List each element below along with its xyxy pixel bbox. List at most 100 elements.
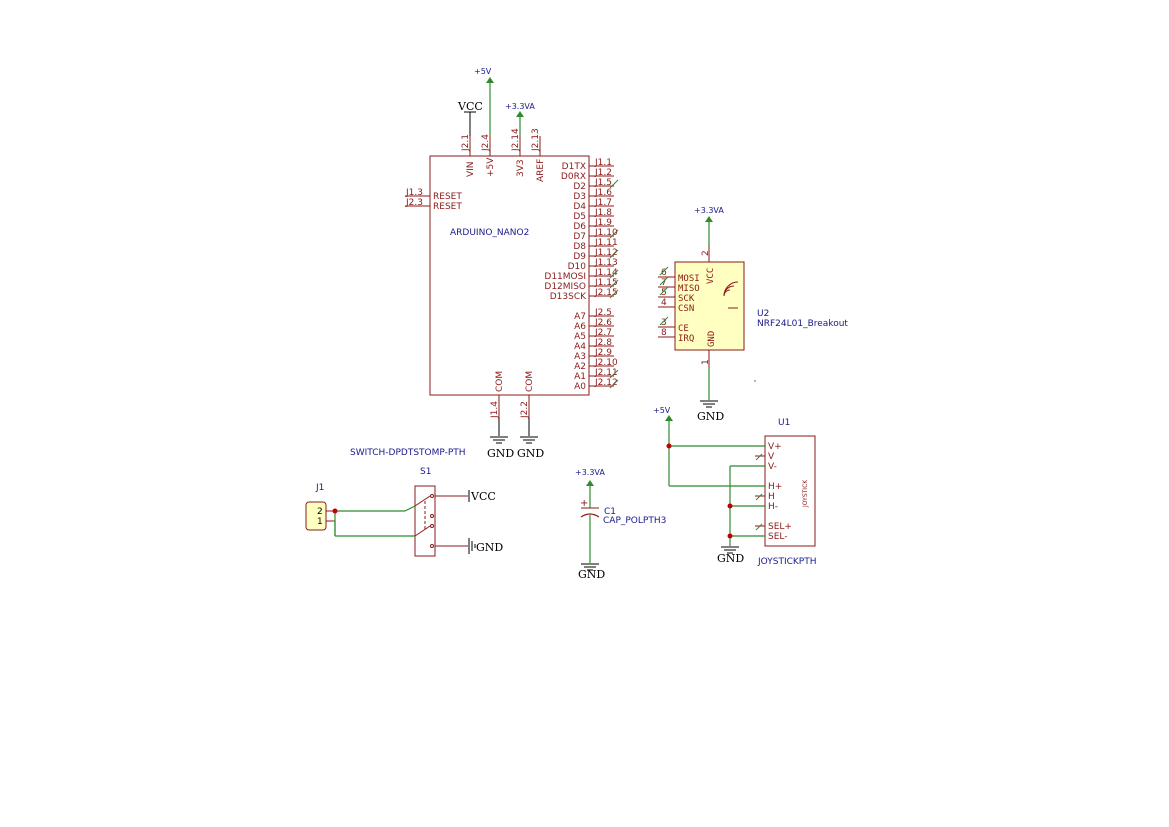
arduino-pin-name: D4	[573, 202, 586, 212]
switch-wiring	[332, 505, 416, 537]
nrf24l01-symbol[interactable]: MOSI MISO SCK CSN CE IRQ 6 7 5 4 3 8 VCC…	[658, 245, 848, 368]
arduino-pin-name: A0	[574, 382, 586, 392]
joystick-wiring	[666, 420, 765, 546]
gnd-symbol: GND	[468, 538, 503, 554]
arduino-pin-name: VIN	[466, 161, 476, 177]
gnd-symbol: GND	[717, 546, 744, 565]
nrf-ref-label: U2	[757, 309, 769, 319]
arduino-pin-number: J2.12	[594, 378, 618, 388]
nrf-body	[674, 261, 745, 351]
arduino-pin-number: J2.5	[594, 308, 612, 318]
joystick-body-label: JOYSTICK	[802, 479, 809, 508]
arduino-pin-number: J2.14	[511, 128, 521, 152]
arduino-pin-name: D0RX	[561, 172, 586, 182]
arduino-pin-name: A4	[574, 342, 586, 352]
arduino-pin-number: J2.3	[405, 198, 423, 208]
switch-value-label: SWITCH-DPDTSTOMP-PTH	[350, 448, 466, 458]
nrf-pin-name: MISO	[678, 284, 700, 294]
nrf-pin-number: 8	[661, 328, 667, 338]
nrf-pin-number: 4	[661, 298, 667, 308]
arduino-pin-name: D9	[573, 252, 586, 262]
joystick-pins: V+VV-H+HH-SEL+SEL-	[755, 442, 792, 542]
joystick-body	[764, 435, 816, 547]
nrf-pin-name: SCK	[678, 294, 695, 304]
arduino-pin-number: J1.9	[594, 218, 612, 228]
arduino-pin-name: D12MISO	[544, 282, 586, 292]
joystick-pin-name: V	[768, 452, 775, 462]
nrf-pin-number: 3	[661, 318, 667, 328]
arduino-pin-name: 3V3	[516, 159, 526, 177]
arduino-pin-name: D8	[573, 242, 586, 252]
arduino-pin-number: J2.7	[594, 328, 612, 338]
vcc-power-symbol: VCC	[457, 100, 483, 136]
arduino-pin-number: J1.11	[594, 238, 618, 248]
p33va-power-symbol: +3.3VA	[575, 468, 605, 486]
arduino-pin-number: J1.15	[594, 278, 618, 288]
connector-j1-symbol[interactable]: 2 1 J1	[305, 483, 335, 531]
arduino-pin-number: J1.8	[594, 208, 612, 218]
arduino-pin-number: J2.4	[481, 134, 491, 152]
nrf-pin-name: VCC	[706, 268, 716, 284]
gnd-symbol: GND	[487, 418, 514, 460]
arduino-pin-number: J1.4	[490, 401, 500, 419]
arduino-pin-name: D3	[573, 192, 586, 202]
capacitor-ref-label: C1	[604, 507, 616, 517]
arduino-pin-name: RESET	[433, 202, 462, 212]
arduino-pin-number: J2.11	[594, 368, 618, 378]
j1-body	[305, 501, 327, 531]
nrf-pin-name: CE	[678, 324, 689, 334]
arduino-pin-number: J1.7	[594, 198, 612, 208]
arduino-pin-number: J1.1	[594, 158, 612, 168]
nrf-pin-number: 2	[701, 250, 711, 256]
arduino-pin-number: J2.10	[594, 358, 618, 368]
vcc-label: VCC	[457, 100, 483, 113]
switch-s1-symbol[interactable]: S1 SWITCH-DPDTSTOMP-PTH	[350, 448, 468, 557]
joystick-pin-name: H+	[768, 482, 782, 492]
arduino-pin-name: D6	[573, 222, 586, 232]
arduino-pin-name: A7	[574, 312, 586, 322]
vcc-label: VCC	[470, 490, 496, 503]
vcc-power-symbol: VCC	[468, 490, 496, 503]
p5v-label: +5V	[653, 406, 671, 415]
arduino-pin-name: A6	[574, 322, 586, 332]
arduino-pin-name: D10	[568, 262, 587, 272]
arduino-nano-symbol[interactable]: VIN +5V 3V3 AREF J2.1 J2.4 J2.14 J2.13 R…	[405, 128, 619, 419]
gnd-symbol: GND	[697, 368, 724, 423]
nrf-pin-name: IRQ	[678, 334, 694, 344]
p33va-label: +3.3VA	[694, 206, 724, 215]
nrf-pin-number: 7	[661, 278, 667, 288]
arduino-pin-name: D7	[573, 232, 586, 242]
arduino-pin-name: A1	[574, 372, 586, 382]
j1-ref-label: J1	[315, 483, 324, 493]
capacitor-c1-symbol[interactable]: + C1 CAP_POLPTH3	[580, 483, 666, 563]
j1-pin-number: 1	[317, 517, 323, 527]
arduino-pin-name: COM	[525, 371, 535, 392]
arduino-pin-number: J1.14	[594, 268, 618, 278]
arduino-pin-name: D13SCK	[550, 292, 587, 302]
switch-body	[414, 485, 436, 557]
arduino-pin-number: J1.3	[405, 188, 423, 198]
gnd-label: GND	[517, 447, 544, 460]
joystick-symbol[interactable]: JOYSTICK V+VV-H+HH-SEL+SEL- U1 JOYSTICKP…	[755, 418, 817, 567]
arduino-pin-number: J1.10	[594, 228, 618, 238]
arduino-pin-number: J2.6	[594, 318, 612, 328]
gnd-symbol: GND	[517, 418, 544, 460]
arduino-pin-number: J1.2	[594, 168, 612, 178]
joystick-pin-name: H-	[768, 502, 778, 512]
arduino-pin-name: A3	[574, 352, 586, 362]
nrf-pin-name: MOSI	[678, 274, 700, 284]
p5v-power-symbol: +5V	[653, 406, 673, 421]
p33va-power-symbol: +3.3VA	[694, 206, 724, 245]
gnd-label: GND	[717, 552, 744, 565]
antenna-icon	[723, 281, 739, 309]
arduino-pin-name: D11MOSI	[544, 272, 586, 282]
joystick-pin-name: SEL-	[768, 532, 788, 542]
gnd-label: GND	[578, 568, 605, 581]
arduino-pin-number: J2.2	[520, 401, 530, 419]
joystick-pin-name: V-	[768, 462, 777, 472]
nrf-value-label: NRF24L01_Breakout	[757, 319, 848, 329]
arduino-pin-number: J2.1	[461, 134, 471, 152]
joystick-ref-label: U1	[778, 418, 790, 428]
joystick-pin-name: H	[768, 492, 775, 502]
